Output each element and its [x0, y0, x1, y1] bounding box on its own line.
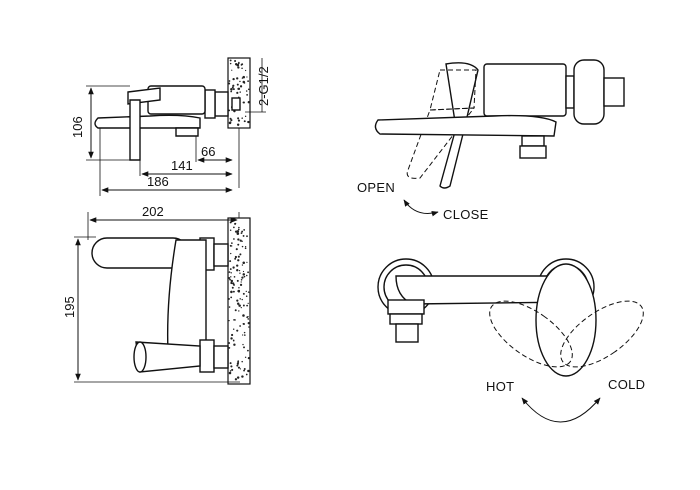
- label-hot: HOT: [486, 379, 514, 394]
- dim-106: 106: [70, 116, 85, 138]
- side-view: 106 2-G1/2 66 141 186: [70, 57, 271, 196]
- temperature-view: HOT COLD: [377, 258, 645, 423]
- lever-operation-view: OPEN CLOSE: [357, 59, 625, 222]
- label-cold: COLD: [608, 377, 645, 392]
- front-view: 202 195: [62, 204, 251, 385]
- dim-141: 141: [171, 158, 193, 173]
- dim-66: 66: [201, 144, 215, 159]
- label-close: CLOSE: [443, 207, 489, 222]
- label-open: OPEN: [357, 180, 395, 195]
- dim-195: 195: [62, 296, 77, 318]
- dim-thread: 2-G1/2: [256, 66, 271, 106]
- dim-202: 202: [142, 204, 164, 219]
- wall-section-top: [227, 57, 251, 188]
- dim-186: 186: [147, 174, 169, 189]
